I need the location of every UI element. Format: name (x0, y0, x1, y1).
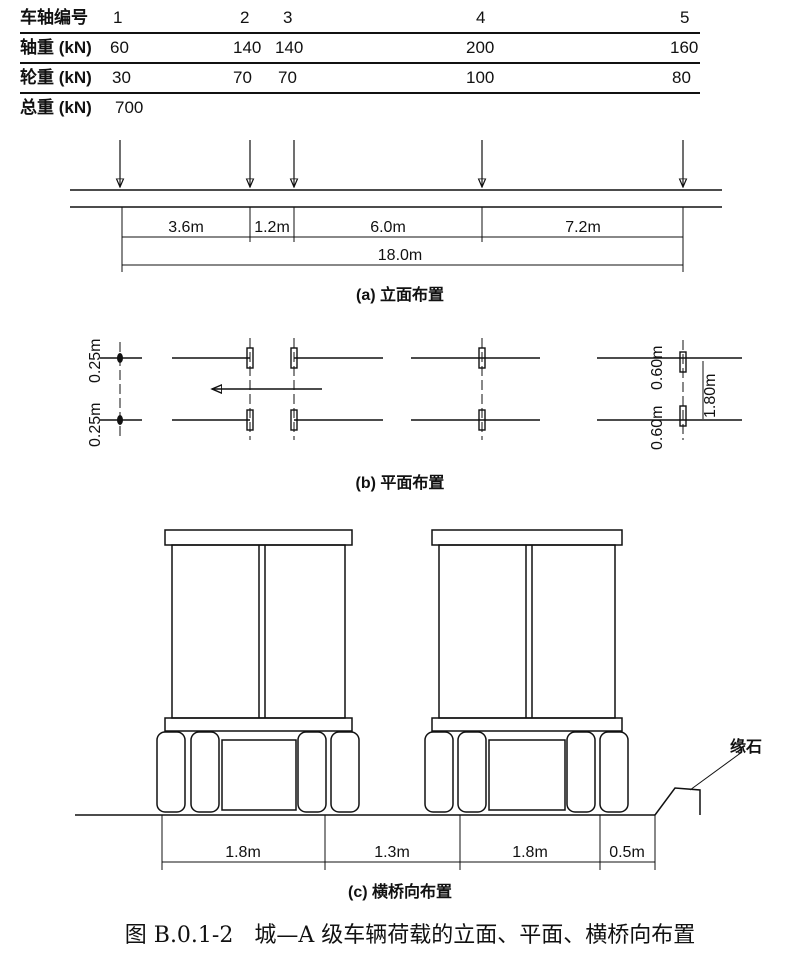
spacing-label: 3.6m (168, 219, 204, 236)
transverse-view: 缘石 1.8m 1.3m 1.8m 0.5m (c) 横桥向布置 (75, 529, 762, 901)
figure-caption: 图 B.0.1-2 城—A 级车辆荷载的立面、平面、横桥向布置 (125, 923, 695, 948)
table-cell: 160 (670, 38, 698, 57)
total-length-label: 18.0m (378, 247, 422, 264)
truck-2 (424, 529, 629, 813)
table-cell: 1 (113, 8, 122, 27)
elevation-caption: (a) 立面布置 (356, 285, 444, 304)
wheel-width-label: 0.25m (87, 339, 104, 383)
table-cell: 60 (110, 38, 129, 57)
table-label: 车轴编号 (20, 7, 88, 27)
spacing-label: 1.8m (225, 844, 261, 861)
table-cell: 4 (476, 8, 485, 27)
wheel-width-label: 0.60m (649, 346, 666, 390)
table-cell: 100 (466, 68, 494, 87)
spacing-label: 6.0m (370, 219, 406, 236)
plan-view: 0.25m 0.25m 0.60m 0.60m 1.80m (b) 平面布置 (87, 338, 742, 492)
truck-1 (156, 529, 360, 813)
table-label: 轮重 (kN) (20, 67, 92, 87)
spacing-label: 7.2m (565, 219, 601, 236)
table-cell: 80 (672, 68, 691, 87)
plan-caption: (b) 平面布置 (356, 473, 445, 492)
table-cell: 140 (275, 38, 303, 57)
table-cell: 70 (233, 68, 252, 87)
curb (654, 787, 701, 816)
track-width-label: 1.80m (702, 374, 719, 418)
curb-label: 缘石 (730, 737, 762, 756)
table-cell: 2 (240, 8, 249, 27)
table-cell: 3 (283, 8, 292, 27)
spacing-label: 1.3m (374, 844, 410, 861)
table-label: 总重 (kN) (20, 97, 92, 117)
table-cell: 140 (233, 38, 261, 57)
transverse-caption: (c) 横桥向布置 (348, 882, 452, 901)
table-cell: 30 (112, 68, 131, 87)
table-cell: 200 (466, 38, 494, 57)
spacing-label: 0.5m (609, 844, 645, 861)
spacing-label: 1.8m (512, 844, 548, 861)
wheel-width-label: 0.60m (649, 406, 666, 450)
table-cell: 70 (278, 68, 297, 87)
table-cell: 5 (680, 8, 689, 27)
table-label: 轴重 (kN) (20, 37, 92, 57)
wheel-width-label: 0.25m (87, 403, 104, 447)
spacing-label: 1.2m (254, 219, 290, 236)
table-cell: 700 (115, 98, 143, 117)
elevation-view: 3.6m 1.2m 6.0m 7.2m 18.0m (a) 立面布置 (70, 140, 722, 304)
axle-table: 车轴编号 1 2 3 4 5 轴重 (kN) 60 140 140 200 16… (20, 7, 700, 117)
